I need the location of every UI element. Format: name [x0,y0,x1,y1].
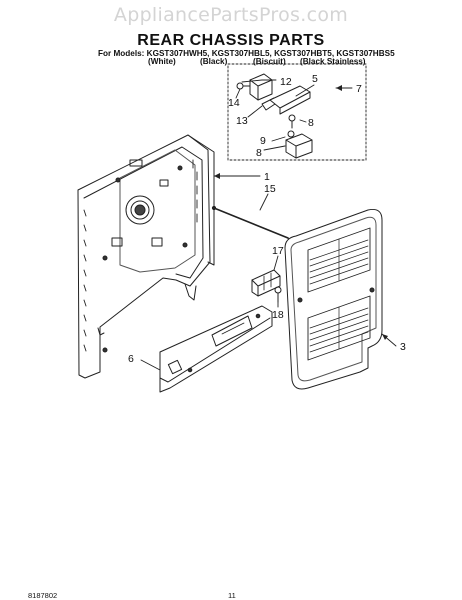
arrowheads [214,85,388,340]
callout-5: 5 [312,73,318,85]
color-label-biscuit: (Biscuit) [253,57,286,66]
color-label-white: (White) [148,57,176,66]
page-number: 11 [228,591,236,600]
callout-12: 12 [280,76,292,88]
callout-17: 17 [272,245,284,257]
callout-7: 7 [356,83,362,95]
callout-10: 9 [260,135,266,147]
terminal-block [251,269,282,303]
color-label-black-stainless: (Black Stainless) [300,57,366,66]
leader-lines [140,79,397,371]
callout-15: 15 [264,183,276,195]
callout-8: 8 [256,147,262,159]
rear-access-cover [284,209,383,390]
doc-number: 8187802 [28,591,58,600]
models-line: For Models: KGST307HWH5, KGST307HBL5, KG… [98,49,395,58]
callout-9: 8 [308,117,314,129]
callout-1: 1 [264,171,270,183]
inset-box [227,63,367,161]
page-title: REAR CHASSIS PARTS [137,32,325,49]
callout-3: 3 [400,341,406,353]
lower-bracket [159,305,273,393]
rod-part [211,205,293,245]
watermark: AppliancePartsPros.com [113,4,349,26]
callout-6: 6 [128,353,134,365]
callout-labels: 12 5 7 14 13 8 9 8 1 15 17 18 3 6 [128,73,406,365]
callout-14: 14 [228,97,240,109]
callout-13: 13 [236,115,248,127]
callout-18: 18 [272,309,284,321]
color-label-black: (Black) [200,57,228,66]
rear-chassis-panel [77,134,215,379]
